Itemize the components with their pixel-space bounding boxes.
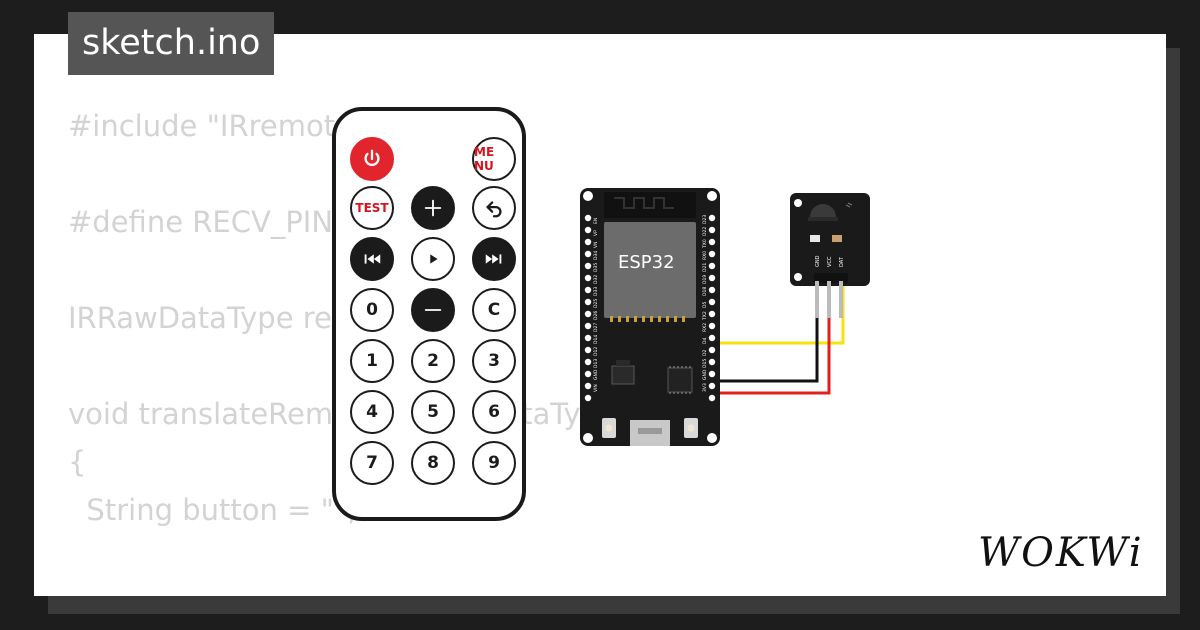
- code-line: {: [68, 445, 87, 479]
- menu-button[interactable]: ME NU: [472, 137, 516, 181]
- button-5[interactable]: 5: [411, 390, 455, 434]
- rewind-button[interactable]: [350, 237, 394, 281]
- pin-label: VN: [593, 242, 599, 248]
- chip-label: ESP32: [618, 252, 675, 273]
- pin-label: D2: [702, 350, 708, 356]
- pin-label: D27: [593, 323, 599, 332]
- ir-receiver[interactable]: GND VCC DAT: [790, 193, 870, 318]
- pin-label: D13: [593, 359, 599, 368]
- button-6[interactable]: 6: [472, 390, 516, 434]
- clear-button[interactable]: C: [472, 288, 516, 332]
- button-1[interactable]: 1: [350, 339, 394, 383]
- code-line: [68, 534, 628, 582]
- test-button[interactable]: TEST: [350, 186, 394, 230]
- play-button[interactable]: [411, 237, 455, 281]
- minus-button[interactable]: [411, 288, 455, 332]
- pin-label: D21: [702, 263, 708, 272]
- button-0[interactable]: 0: [350, 288, 394, 332]
- pin-label: GND: [593, 369, 599, 380]
- pin-label: D22: [702, 227, 708, 236]
- minus-icon: [424, 309, 442, 311]
- pin-label: D25: [593, 299, 599, 308]
- code-line: #define RECV_PIN 15: [68, 205, 380, 239]
- back-arrow-icon: [486, 201, 502, 218]
- button-2[interactable]: 2: [411, 339, 455, 383]
- button-8[interactable]: 8: [411, 441, 455, 485]
- pin-label: D34: [593, 251, 599, 260]
- pin-label: D35: [593, 263, 599, 272]
- ir-pin-label: GND: [815, 255, 821, 267]
- ir-pin-label: DAT: [839, 256, 845, 267]
- ir-remote[interactable]: ME NU TEST 0 C 1 2 3 4 5 6 7 8 9: [332, 107, 526, 521]
- code-line: String button = "";: [68, 493, 358, 527]
- pin-label: D4: [702, 338, 708, 344]
- pin-label: VIN: [593, 384, 599, 392]
- wokwi-logo: WOKWi: [978, 530, 1144, 576]
- pin-label: RX2: [702, 323, 708, 332]
- power-button[interactable]: [350, 137, 394, 181]
- pin-label: RX0: [702, 251, 708, 260]
- plus-icon: [424, 199, 442, 217]
- fast-forward-icon: [485, 254, 502, 264]
- pin-label: D33: [593, 287, 599, 296]
- pin-label: D12: [593, 347, 599, 356]
- esp32-board[interactable]: ESP32 EN VP VN D34 D35 D32 D33 D25 D26 D…: [580, 188, 720, 446]
- pin-label: D15: [702, 359, 708, 368]
- pin-label: GND: [702, 369, 708, 380]
- code-line: switch (data) {: [68, 582, 628, 592]
- button-7[interactable]: 7: [350, 441, 394, 485]
- pin-label: D26: [593, 311, 599, 320]
- pin-label: EN: [593, 218, 599, 224]
- wokwi-logo-text: WOKWi: [978, 530, 1144, 576]
- file-tab[interactable]: sketch.ino: [68, 12, 275, 75]
- pin-label: D5: [702, 302, 708, 308]
- pin-label: D19: [702, 275, 708, 284]
- pin-label: D18: [702, 287, 708, 296]
- button-4[interactable]: 4: [350, 390, 394, 434]
- back-button[interactable]: [472, 186, 516, 230]
- rewind-icon: [364, 254, 381, 264]
- pin-label: D14: [593, 335, 599, 344]
- fast-forward-button[interactable]: [472, 237, 516, 281]
- pin-label: D23: [702, 215, 708, 224]
- pin-label: VP: [593, 230, 599, 236]
- play-icon: [430, 254, 438, 264]
- pin-label: 3V3: [702, 383, 708, 392]
- button-3[interactable]: 3: [472, 339, 516, 383]
- button-9[interactable]: 9: [472, 441, 516, 485]
- ir-pin-label: VCC: [827, 256, 833, 267]
- pin-label: TX2: [702, 311, 708, 321]
- power-icon: [364, 149, 380, 166]
- pin-label: D32: [593, 275, 599, 284]
- pin-label: TX0: [702, 239, 708, 249]
- plus-button[interactable]: [411, 186, 455, 230]
